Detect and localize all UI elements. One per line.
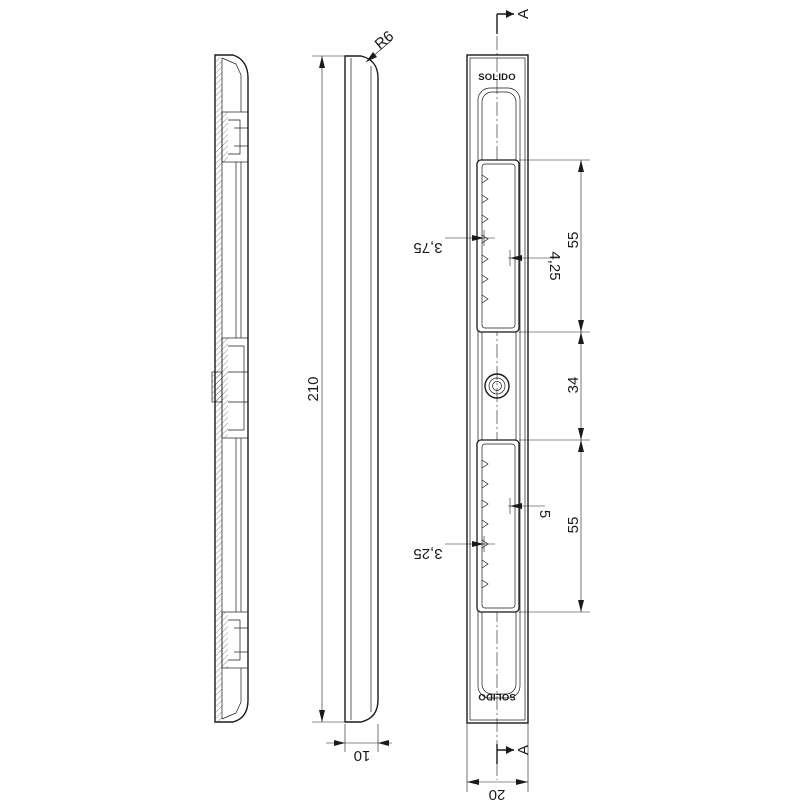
section-view bbox=[211, 54, 249, 723]
dim-corner-radius: R6 bbox=[372, 28, 398, 53]
dim-lower-slot-inner-depth: 3,25 bbox=[413, 545, 442, 562]
dim-plate-width: 20 bbox=[489, 786, 506, 800]
side-view: 210 R6 10 bbox=[305, 28, 397, 764]
dim-lower-slot-length: 55 bbox=[565, 517, 582, 534]
dim-lower-slot-outer-depth: 5 bbox=[536, 510, 553, 518]
dim-upper-slot-outer-depth: 4,25 bbox=[546, 251, 563, 280]
dim-overall-length: 210 bbox=[305, 376, 322, 401]
dim-upper-slot-inner-depth: 3,75 bbox=[413, 239, 442, 256]
brand-logo-bottom: SOLIDO bbox=[478, 691, 516, 702]
brand-logo-top: SOLIDO bbox=[478, 72, 516, 83]
screw-hole bbox=[484, 373, 510, 399]
dim-upper-slot-length: 55 bbox=[565, 232, 582, 249]
section-marker-bottom: A bbox=[515, 745, 532, 755]
front-view: A A SOLIDO SOLIDO bbox=[413, 9, 590, 800]
dim-slot-spacing: 34 bbox=[565, 377, 582, 394]
upper-strike-slot bbox=[476, 159, 520, 333]
lower-strike-slot bbox=[476, 439, 520, 613]
dim-profile-depth: 10 bbox=[354, 747, 371, 764]
section-marker-top: A bbox=[515, 9, 532, 19]
